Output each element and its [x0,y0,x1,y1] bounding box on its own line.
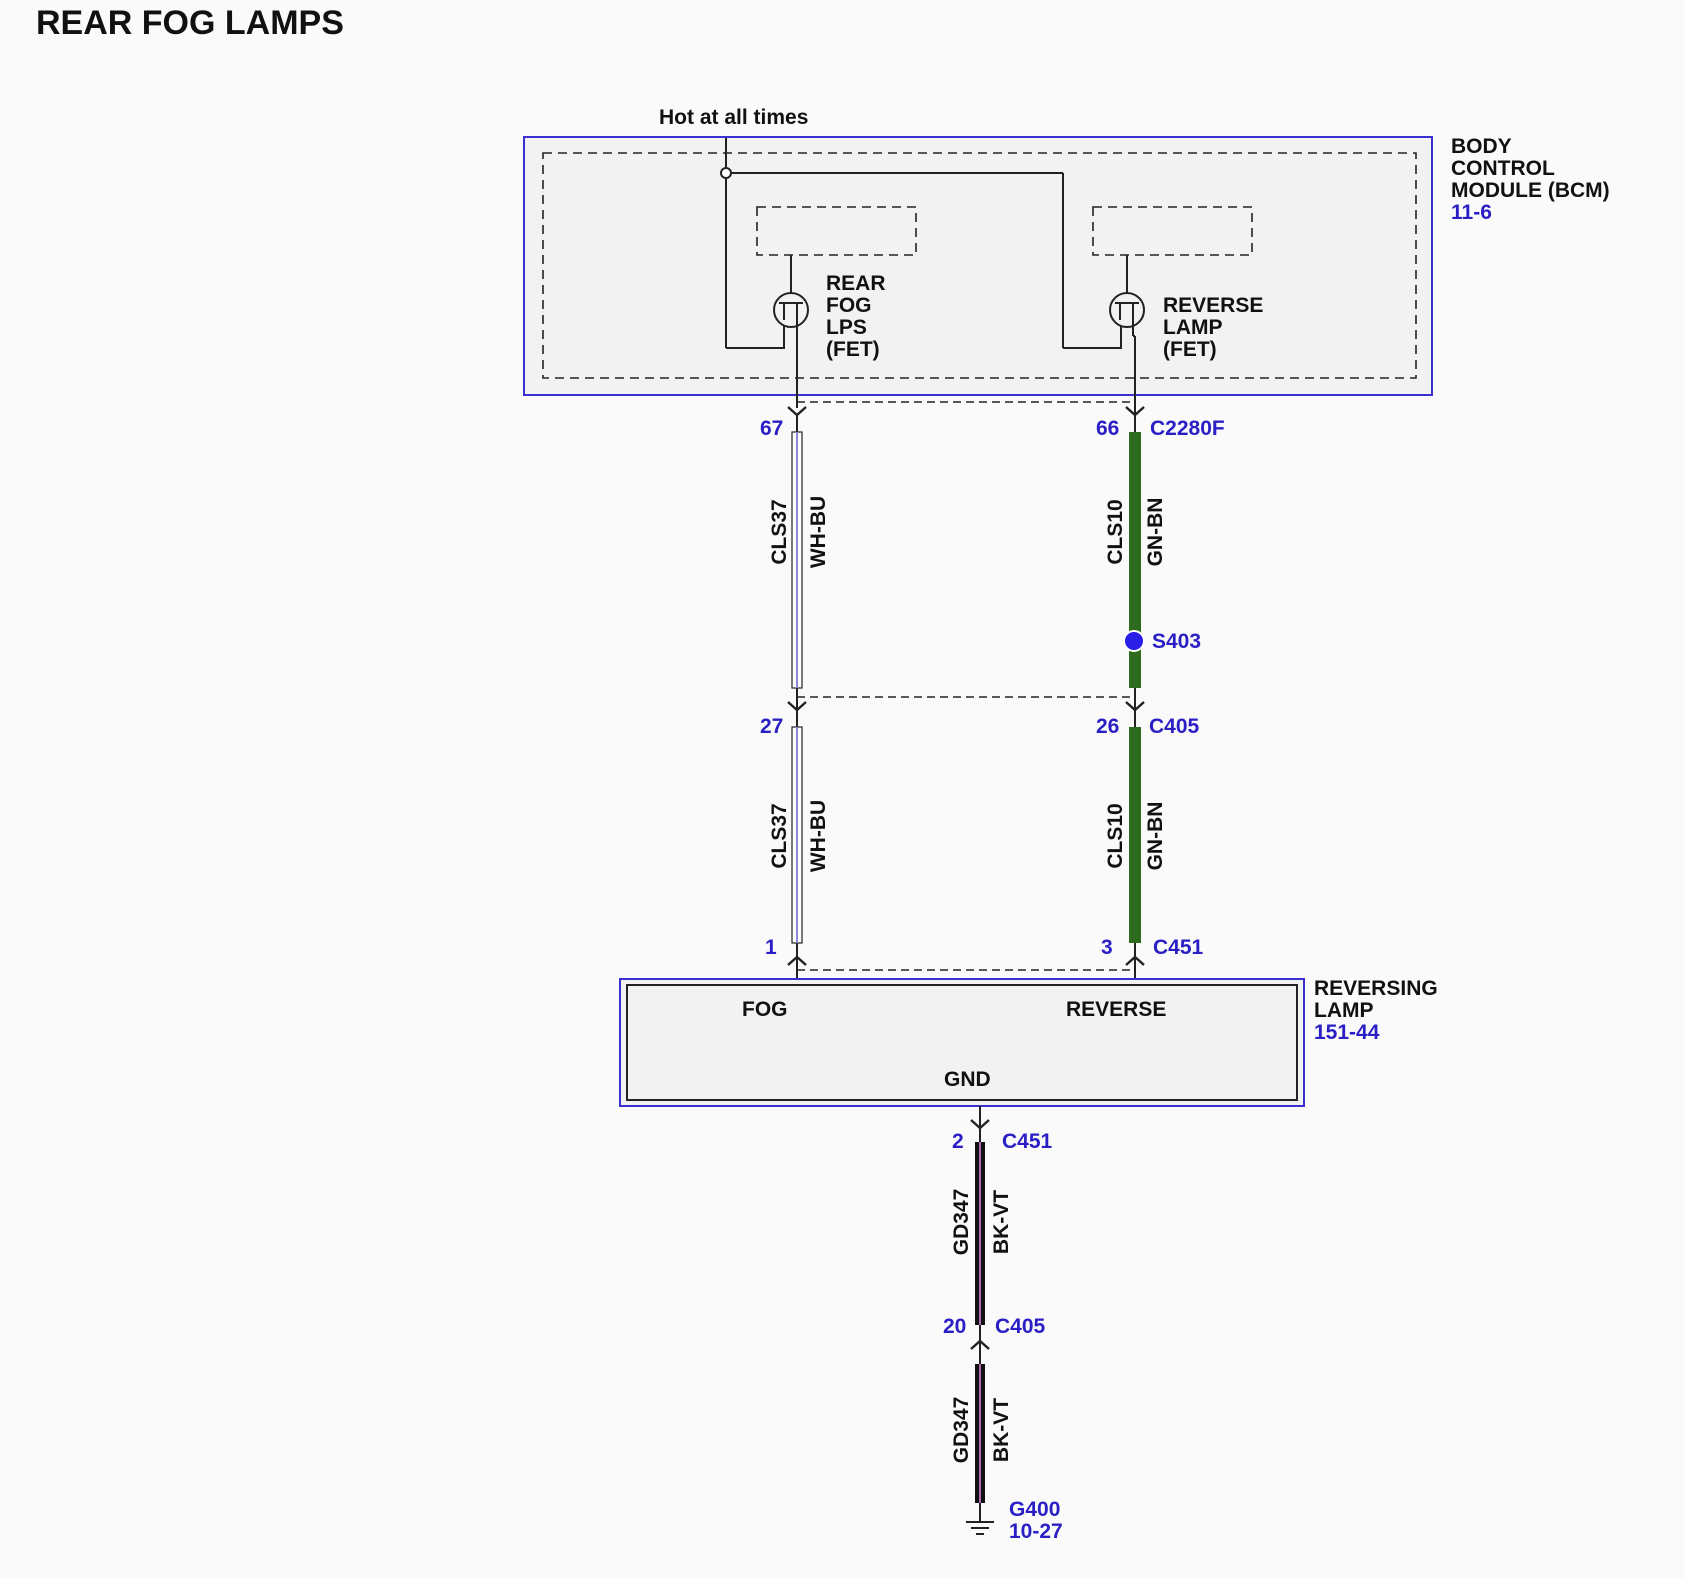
bcm-module-box[interactable] [523,136,1433,396]
c2280f-connector-label[interactable]: C2280F [1150,417,1225,440]
fog-wire-2-circuit-label: CLS37 [768,803,791,868]
ground-wire-2-color-label: BK-VT [990,1398,1013,1462]
c451-connector-label[interactable]: C451 [1153,936,1204,959]
fog-wire-segment-1[interactable] [791,415,803,689]
diagram-title: REAR FOG LAMPS [36,4,344,42]
power-junction-dot [720,167,732,179]
reversing-lamp-inner-box [626,984,1298,1101]
ground-symbol-icon [966,1503,994,1535]
reverse-wire-2-color-label: GN-BN [1144,802,1167,871]
lamp-pin-reverse-label: REVERSE [1066,998,1166,1021]
fog-wire-segment-2[interactable] [791,726,803,944]
lamp-pin-gnd-label: GND [944,1068,991,1091]
ground-wire-2-circuit-label: GD347 [950,1397,973,1464]
c2280f-reverse-pin-number: 66 [1096,417,1119,440]
reverse-wire-segment-2[interactable] [1129,727,1141,943]
reversing-lamp-box[interactable] [619,978,1305,1107]
c2280f-fog-pin-number: 67 [760,417,783,440]
c405-connector-label[interactable]: C405 [1149,715,1200,738]
fog-fet-driver-box [756,206,917,256]
c451-fog-pin-chevron [787,955,807,966]
c405-gnd-connector-label[interactable]: C405 [995,1315,1046,1338]
splice-s403-label[interactable]: S403 [1152,630,1201,653]
fog-fet-label: REAR FOG LPS (FET) [826,272,891,361]
c451-fog-pin-number: 1 [765,936,777,959]
bcm-name-label: BODY CONTROL MODULE (BCM) [1451,135,1610,202]
c405-fog-pin-chevron [787,701,807,712]
ground-ref-link[interactable]: 10-27 [1009,1520,1063,1543]
reverse-fet-symbol [1109,255,1145,328]
c405-gnd-pin-number: 20 [943,1315,966,1338]
reverse-wire-1-color-label: GN-BN [1144,498,1167,567]
reverse-wire-1-circuit-label: CLS10 [1104,499,1127,564]
c2280f-fog-pin-chevron [787,406,807,417]
fog-wire-1-circuit-label: CLS37 [768,499,791,564]
c405-reverse-pin-number: 26 [1096,715,1119,738]
bcm-internal-boundary [542,152,1417,379]
c451-gnd-connector-label[interactable]: C451 [1002,1130,1053,1153]
ground-g400-label[interactable]: G400 [1009,1498,1060,1521]
reverse-fet-driver-box [1092,206,1253,256]
reversing-lamp-ref-link[interactable]: 151-44 [1314,1021,1380,1044]
ground-wire-segment-2[interactable] [975,1364,985,1503]
lamp-pin-fog-label: FOG [742,998,788,1021]
c451-gnd-pin-chevron [970,1119,990,1130]
fog-wire-2-color-label: WH-BU [807,800,830,872]
reverse-wire-2-circuit-label: CLS10 [1104,803,1127,868]
bcm-ref-link[interactable]: 11-6 [1451,201,1492,224]
splice-s403-dot[interactable] [1123,630,1145,652]
reverse-fet-label: REVERSE LAMP (FET) [1163,294,1269,361]
c451-gnd-pin-number: 2 [952,1130,964,1153]
c451-reverse-pin-number: 3 [1101,936,1113,959]
ground-wire-1-color-label: BK-VT [990,1190,1013,1254]
fog-fet-symbol [773,255,809,328]
fog-wire-1-color-label: WH-BU [807,496,830,568]
c405-fog-pin-number: 27 [760,715,783,738]
hot-at-all-times-label: Hot at all times [659,106,808,129]
ground-wire-1-circuit-label: GD347 [950,1189,973,1256]
ground-wire-segment-1[interactable] [975,1142,985,1325]
c405-gnd-pin-chevron [970,1339,990,1350]
reverse-wire-segment-1[interactable] [1129,415,1141,688]
reversing-lamp-name-label: REVERSING LAMP [1314,977,1444,1022]
